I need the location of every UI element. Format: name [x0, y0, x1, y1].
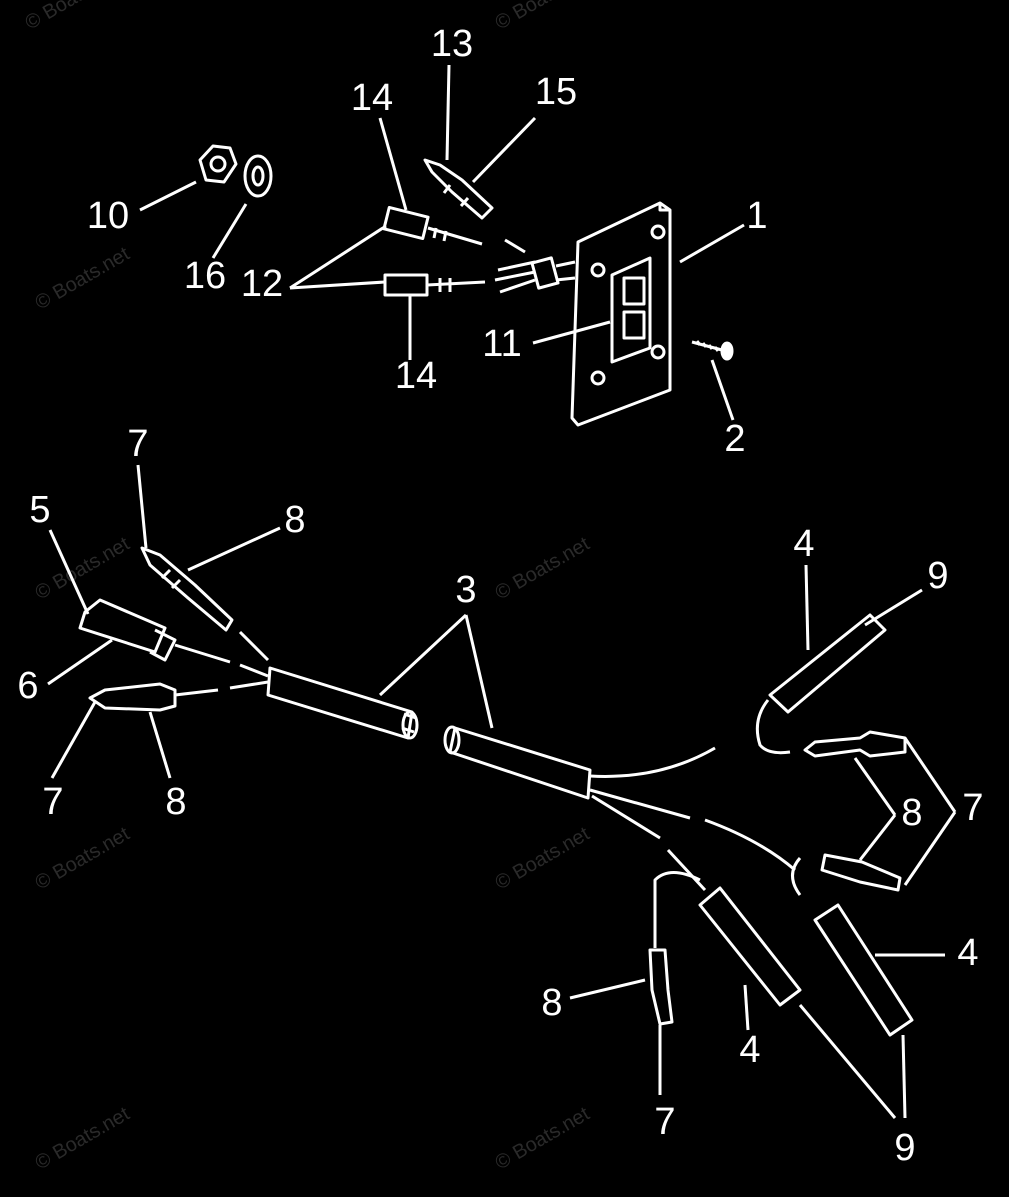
callout-14-top: 14	[351, 77, 393, 119]
sleeve-middle	[653, 848, 802, 1007]
callout-13: 13	[431, 23, 473, 65]
callout-14-bottom: 14	[395, 355, 437, 397]
callout-7-bottom-left: 7	[42, 781, 63, 823]
callout-7-bottom: 7	[654, 1101, 675, 1143]
terminal-7-8-right-bottom	[820, 853, 902, 892]
watermark: © Boats.net	[492, 533, 594, 605]
washer	[243, 154, 273, 198]
terminal-7-8-top	[140, 546, 270, 662]
harness-right	[443, 725, 716, 840]
callout-8-right: 8	[901, 792, 922, 834]
harness-left	[266, 666, 419, 740]
callout-15: 15	[535, 71, 577, 113]
watermark: © Boats.net	[32, 533, 134, 605]
callout-11: 11	[482, 323, 521, 365]
callout-12: 12	[241, 263, 283, 305]
callout-7-right: 7	[962, 787, 983, 829]
terminal-13-15	[423, 158, 526, 254]
watermark: © Boats.net	[22, 0, 124, 34]
watermarks: © Boats.net © Boats.net © Boats.net © Bo…	[22, 0, 594, 1174]
callout-16: 16	[184, 255, 226, 297]
leader-lines	[47, 64, 957, 1119]
terminal-14-lower	[383, 273, 486, 297]
callout-3: 3	[455, 569, 476, 611]
lead-5-6	[78, 598, 269, 678]
callout-4-top: 4	[793, 523, 814, 565]
callout-10: 10	[87, 195, 129, 237]
watermark: © Boats.net	[32, 823, 134, 895]
watermark: © Boats.net	[492, 0, 594, 34]
watermark: © Boats.net	[32, 1103, 134, 1175]
callout-4-bottom: 4	[739, 1029, 760, 1071]
sleeve-top	[755, 613, 887, 755]
callout-4-right: 4	[957, 932, 978, 974]
callout-2: 2	[724, 418, 745, 460]
callout-9-bottom: 9	[894, 1127, 915, 1169]
wire-bundle-upper	[494, 256, 576, 294]
callout-5: 5	[29, 489, 50, 531]
callout-8-bottom-left: 8	[165, 781, 186, 823]
watermark: © Boats.net	[492, 1103, 594, 1175]
terminal-14-upper	[382, 205, 483, 246]
callout-7-top-left: 7	[127, 423, 148, 465]
nut	[198, 144, 238, 184]
callout-9-top: 9	[927, 555, 948, 597]
switch-panel	[570, 201, 672, 427]
callout-8-top-left: 8	[284, 499, 305, 541]
watermark: © Boats.net	[32, 243, 134, 315]
sleeve-right	[704, 818, 914, 1037]
callout-6: 6	[17, 665, 38, 707]
callout-1: 1	[746, 195, 767, 237]
terminal-7-8-lower	[648, 948, 674, 1026]
callout-8-bottom: 8	[541, 982, 562, 1024]
screw	[691, 340, 734, 361]
terminal-7-8-right-top	[803, 730, 907, 758]
watermark: © Boats.net	[492, 823, 594, 895]
terminal-7-8-bottom	[88, 680, 269, 712]
callouts: 13 15 14 10 16 12 1 11 14 2 7 5 8 3 6 7 …	[17, 23, 983, 1169]
